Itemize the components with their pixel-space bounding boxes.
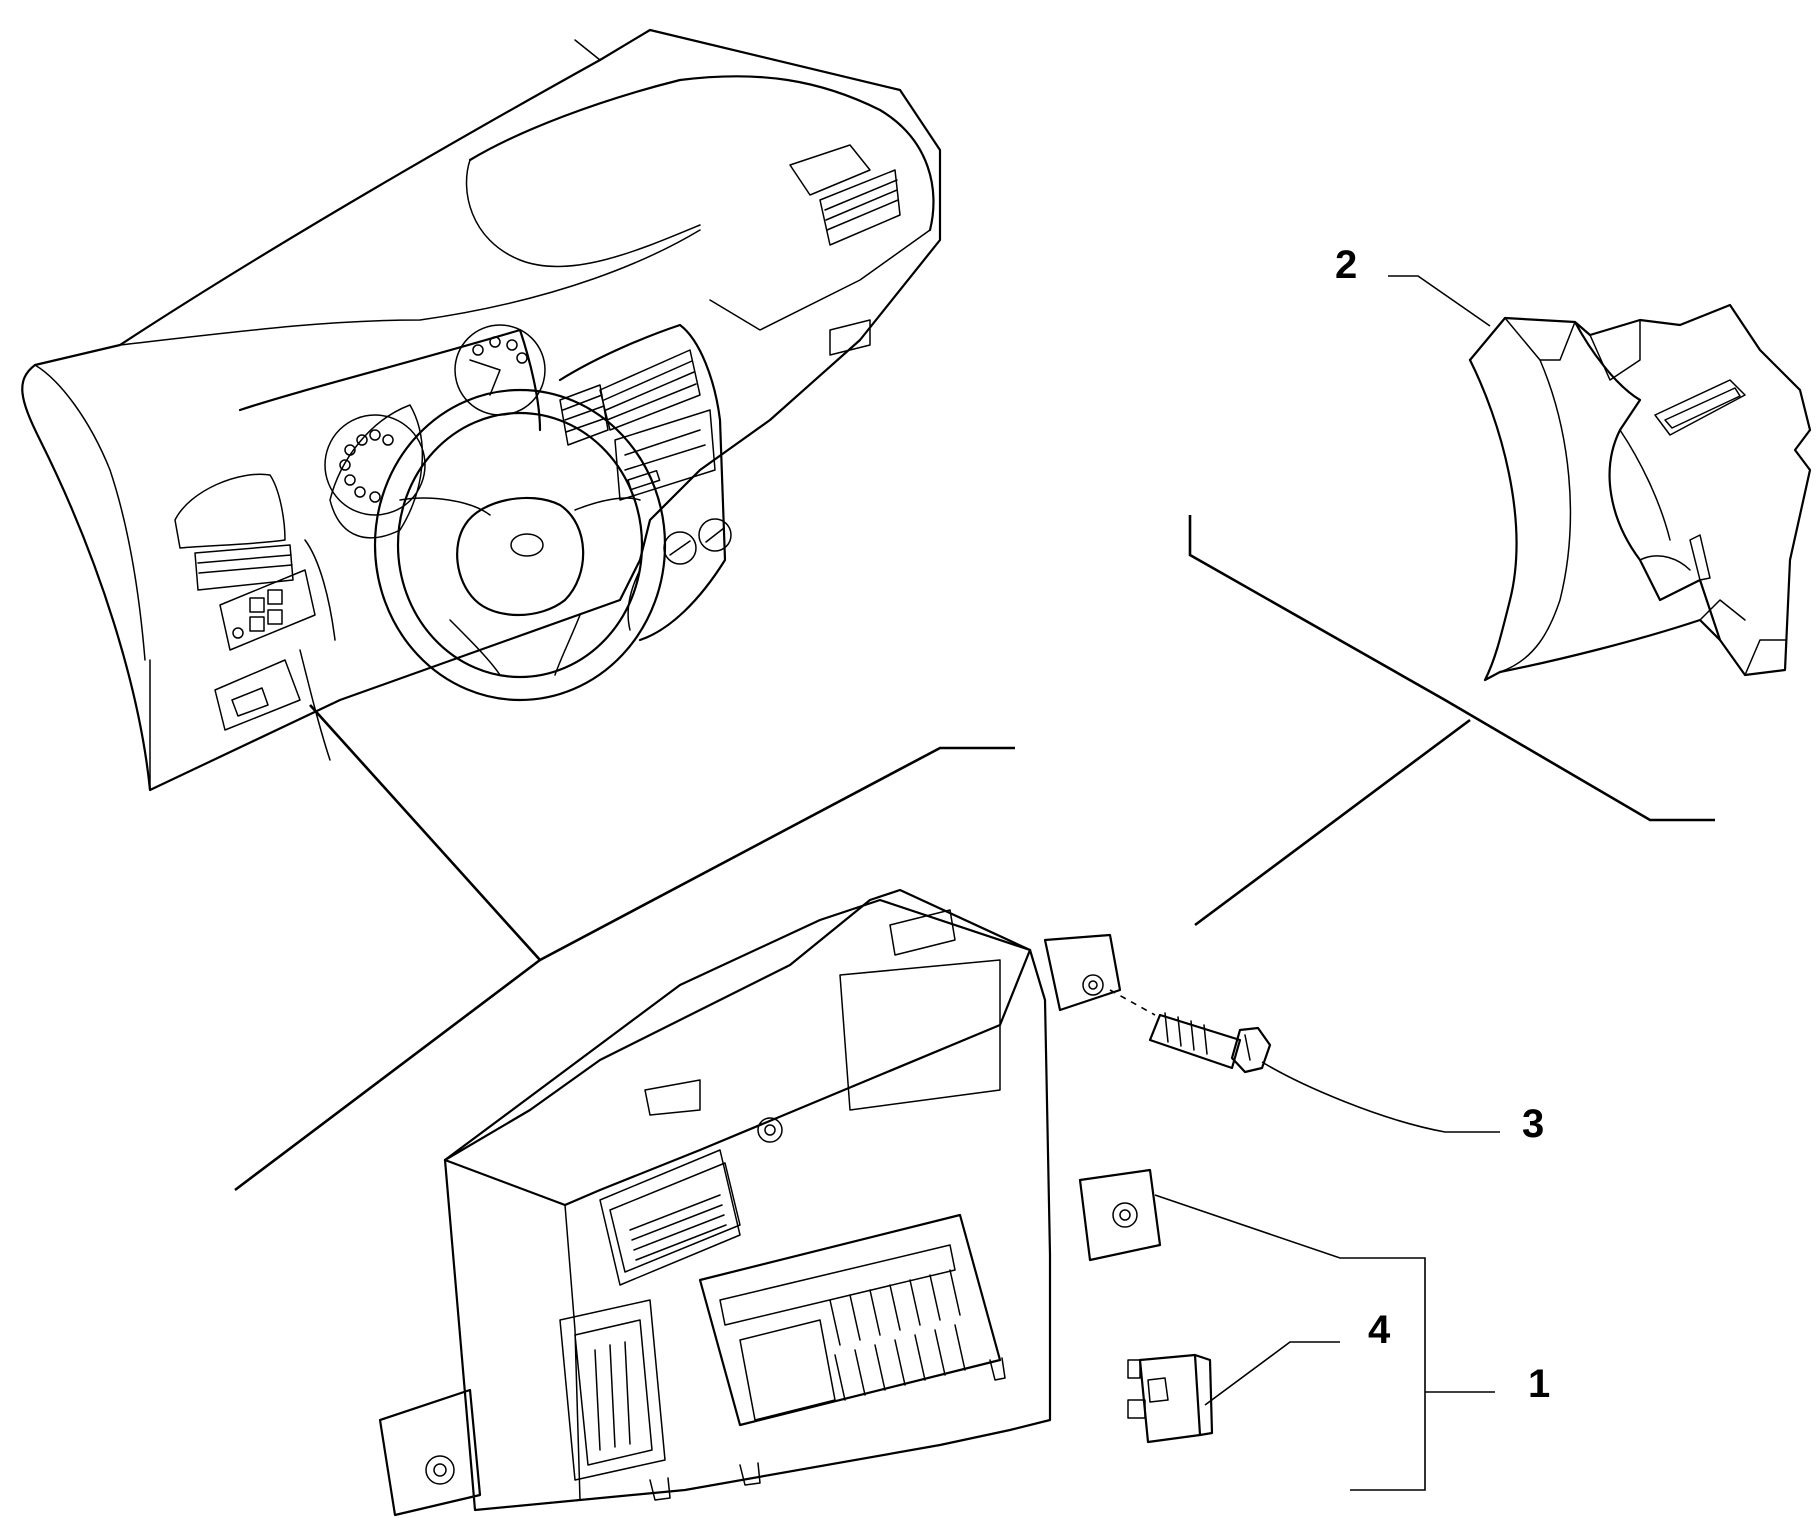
gauge-dots: [339, 336, 528, 503]
steering-column-cover: [1468, 303, 1812, 682]
dashboard-illustration: [21, 28, 942, 792]
callout-label-3: 3: [1522, 1102, 1544, 1146]
mounting-bolt: [1109, 989, 1272, 1074]
body-computer-module: [378, 888, 1162, 1517]
connector-pins-lower: [594, 1341, 631, 1451]
leader-lines: [234, 275, 1715, 1491]
callout-label-2: 2: [1335, 243, 1357, 287]
blade-fuse: [1127, 1353, 1214, 1444]
callout-label-1: 1: [1528, 1362, 1550, 1406]
callout-label-4: 4: [1368, 1308, 1391, 1352]
fuse-slots-row-1: [829, 1269, 961, 1346]
fuse-slots-row-2: [834, 1324, 966, 1401]
connector-pins-upper: [629, 1194, 727, 1261]
